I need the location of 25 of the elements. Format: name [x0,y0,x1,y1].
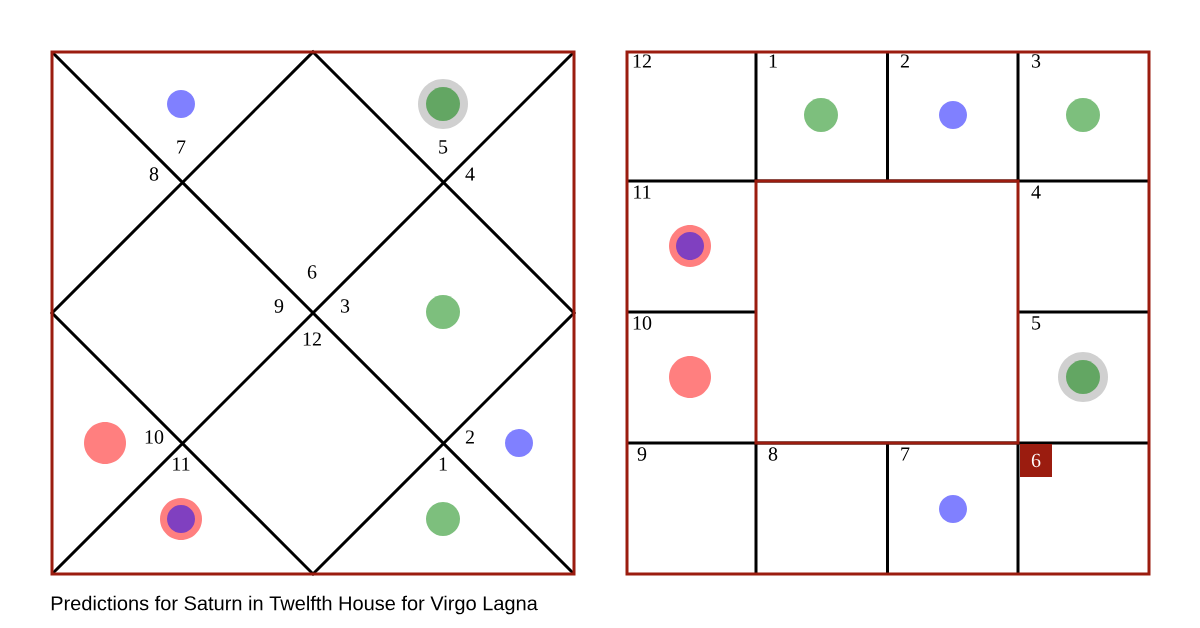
house-number: 1 [769,54,777,68]
house-number: 9 [637,447,647,461]
house-number: 3 [1031,54,1041,68]
house-number: 2 [900,54,909,68]
house-number: 3 [340,299,350,313]
house-number: 2 [465,430,474,444]
house-number: 10 [633,316,652,330]
house-number: 12 [303,332,321,346]
house-number: 11 [173,457,190,471]
caption: Predictions for Saturn in Twelfth House for Virgo Lagna [51,595,538,615]
house-number: 1 [439,457,447,471]
house-number: 8 [768,447,778,461]
house-number: 10 [145,430,164,444]
house-number: 4 [1031,185,1041,199]
house-number: 7 [901,447,910,461]
house-number: 8 [149,167,159,181]
house-number: 12 [633,54,651,68]
house-number: 5 [1032,316,1041,330]
house-number: 4 [465,167,475,181]
house-number: 9 [274,299,284,313]
house-number: 11 [634,185,651,199]
house-number: 5 [439,140,448,154]
house-number: 6 [1020,444,1052,477]
house-number: 7 [177,140,186,154]
house-number: 6 [307,265,317,279]
